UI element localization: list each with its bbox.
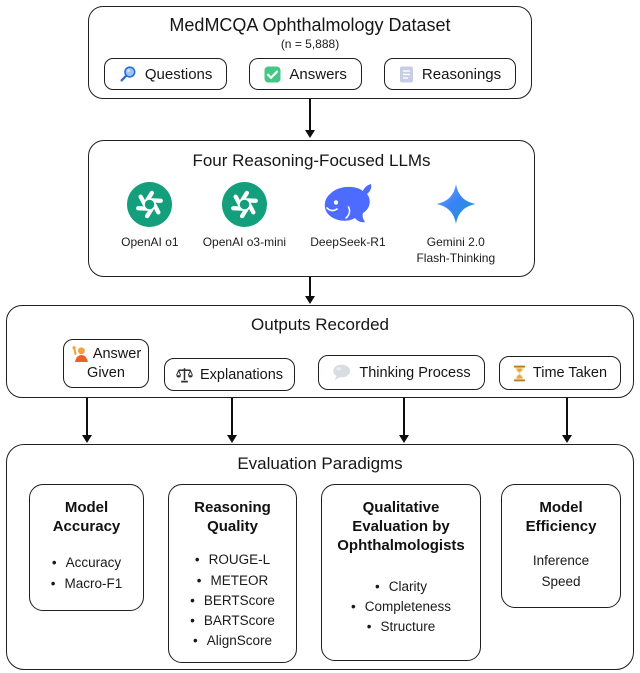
model-accuracy-title: Model Accuracy	[52, 499, 121, 536]
llms-box: Four Reasoning-Focused LLMs	[88, 140, 535, 277]
time-taken-label: Time Taken	[532, 365, 608, 381]
document-icon	[399, 66, 413, 82]
outputs-box: Outputs Recorded Answer Given	[6, 305, 634, 398]
check-icon	[264, 66, 281, 82]
bullet-item: Accuracy	[65, 555, 122, 571]
arrowhead-thinking-to-eval	[398, 435, 409, 443]
reasoning-quality-card: Reasoning Quality ROUGE-L METEOR BERTSco…	[168, 484, 297, 663]
arrow-dataset-to-llms	[308, 99, 312, 130]
gemini-star-icon	[435, 184, 476, 224]
bullet-item: Completeness	[364, 598, 452, 614]
model-gemini: Gemini 2.0 Flash-Thinking	[410, 179, 502, 266]
model-accuracy-bullets: Accuracy Macro-F1	[51, 553, 123, 594]
bullet-item: Structure	[380, 619, 436, 635]
llms-row: OpenAI o1	[97, 179, 526, 266]
dataset-box: MedMCQA Ophthalmology Dataset (n = 5,888…	[88, 6, 532, 99]
questions-chip: Questions	[103, 58, 228, 90]
model-deepseek-r1-label: DeepSeek-R1	[310, 235, 386, 249]
evaluation-box: Evaluation Paradigms Model Accuracy Accu…	[6, 444, 634, 670]
model-gemini-label: Gemini 2.0 Flash-Thinking	[416, 235, 496, 265]
bullet-item: BERTScore	[203, 592, 275, 608]
arrowhead-dataset-to-llms	[304, 130, 315, 138]
reasonings-label: Reasonings	[421, 65, 502, 83]
thinking-process-label: Thinking Process	[359, 364, 471, 381]
openai-logo-icon	[127, 181, 173, 227]
model-efficiency-text: Inference Speed	[532, 553, 590, 589]
qualitative-evaluation-card: Qualitative Evaluation by Ophthalmologis…	[321, 484, 481, 661]
arrowhead-llms-to-outputs	[304, 296, 315, 304]
arrow-llms-to-outputs	[308, 277, 312, 296]
arrowhead-answer-to-eval	[81, 435, 92, 443]
model-deepseek-r1: DeepSeek-R1	[310, 179, 386, 251]
time-taken-chip: Time Taken	[499, 356, 621, 390]
arrowhead-time-to-eval	[561, 435, 572, 443]
model-efficiency-card: Model Efficiency Inference Speed	[501, 484, 621, 608]
model-openai-o3-mini-label: OpenAI o3-mini	[202, 235, 287, 249]
arrow-time-to-eval	[565, 398, 569, 435]
model-efficiency-title: Model Efficiency	[525, 499, 597, 536]
model-accuracy-card: Model Accuracy Accuracy Macro-F1	[29, 484, 144, 611]
model-openai-o1-label: OpenAI o1	[121, 235, 179, 249]
arrowhead-explanations-to-eval	[226, 435, 237, 443]
explanations-label: Explanations	[199, 366, 284, 383]
dataset-count: (n = 5,888)	[280, 37, 340, 51]
dataset-chip-row: Questions Answers Reasonings	[89, 58, 531, 90]
reasoning-quality-title: Reasoning Quality	[194, 499, 271, 536]
openai-logo-icon	[221, 181, 267, 227]
deepseek-whale-icon	[324, 184, 372, 223]
bullet-item: Macro-F1	[64, 575, 123, 591]
answer-given-label: Answer Given	[87, 346, 142, 381]
qualitative-evaluation-title: Qualitative Evaluation by Ophthalmologis…	[337, 499, 465, 555]
explanations-chip: Explanations	[164, 358, 295, 391]
scales-icon	[176, 367, 193, 383]
arrow-explanations-to-eval	[230, 398, 234, 435]
qualitative-evaluation-bullets: Clarity Completeness Structure	[351, 577, 451, 638]
bullet-item: METEOR	[210, 572, 269, 588]
answer-given-chip: Answer Given	[63, 339, 149, 388]
outputs-title: Outputs Recorded	[251, 315, 389, 334]
reasoning-quality-bullets: ROUGE-L METEOR BERTScore BARTScore Align…	[190, 550, 275, 651]
answers-chip: Answers	[249, 58, 362, 90]
thinking-process-chip: Thinking Process	[318, 355, 485, 390]
questions-label: Questions	[144, 65, 213, 83]
model-openai-o3-mini: OpenAI o3-mini	[203, 179, 286, 251]
dataset-title: MedMCQA Ophthalmology Dataset	[169, 15, 451, 35]
bullet-item: Clarity	[388, 578, 427, 594]
bullet-item: ROUGE-L	[208, 552, 271, 568]
arrow-thinking-to-eval	[402, 398, 406, 435]
bullet-item: BARTScore	[203, 613, 275, 629]
arrow-answer-to-eval	[85, 398, 89, 435]
bullet-item: AlignScore	[206, 633, 272, 649]
llms-title: Four Reasoning-Focused LLMs	[192, 151, 431, 170]
person-raising-hand-icon	[72, 346, 88, 363]
reasonings-chip: Reasonings	[383, 58, 517, 90]
evaluation-title: Evaluation Paradigms	[237, 454, 403, 473]
magnifier-icon	[120, 66, 136, 82]
hourglass-icon	[513, 365, 526, 381]
answers-label: Answers	[289, 65, 347, 83]
model-openai-o1: OpenAI o1	[121, 179, 179, 251]
speech-bubble-icon	[333, 364, 351, 380]
